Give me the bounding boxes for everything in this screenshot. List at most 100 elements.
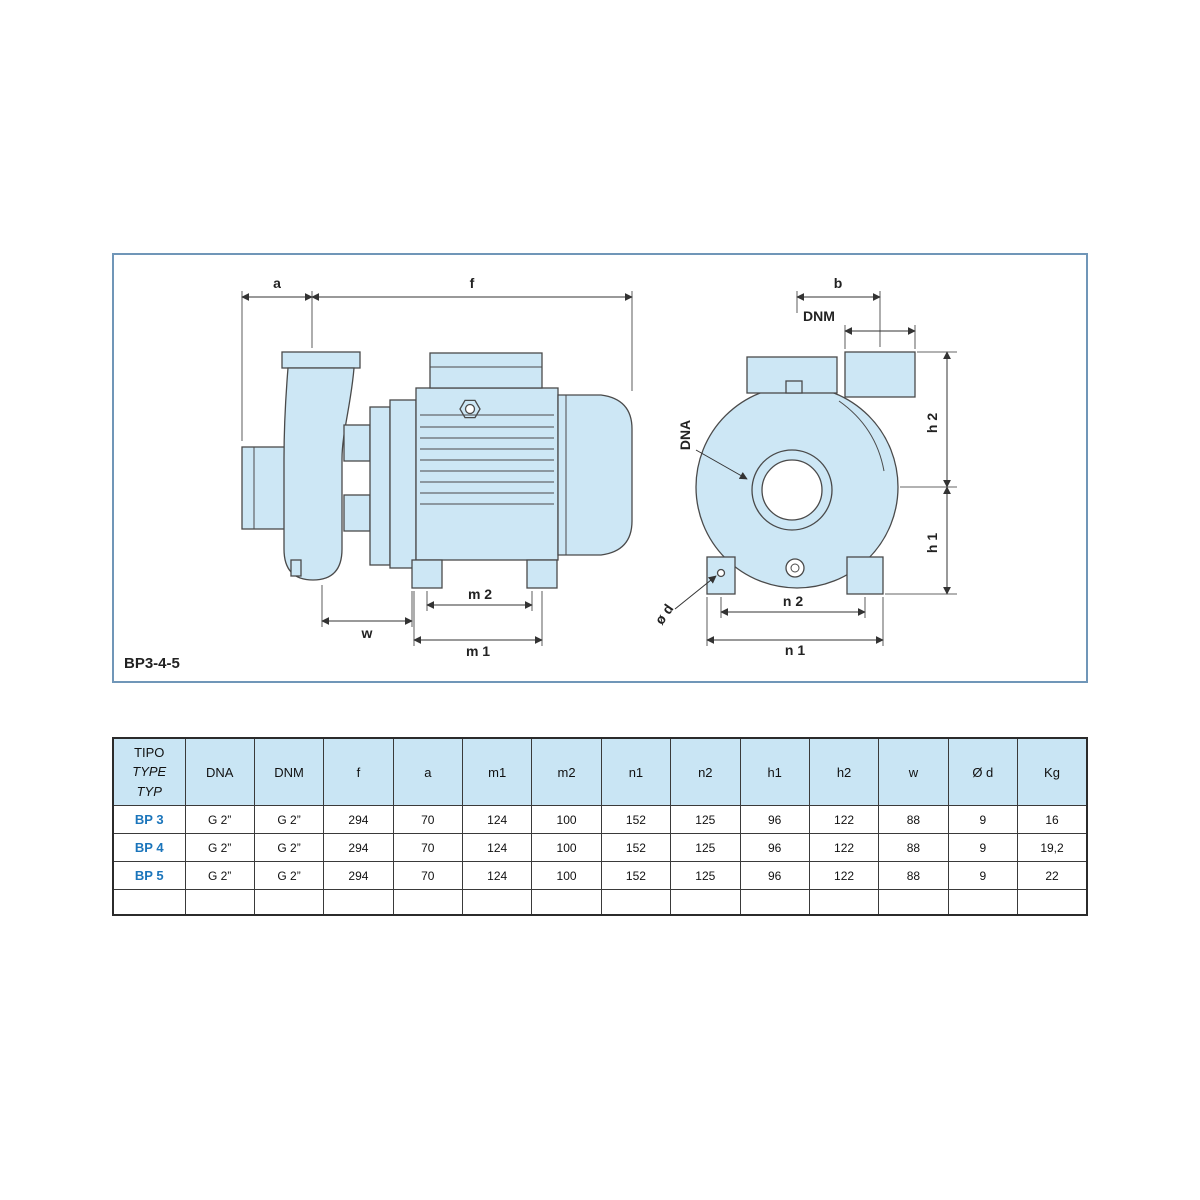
cell-empty [184,889,255,916]
cell: 96 [739,833,810,862]
cell: 122 [808,805,880,834]
cell: 96 [739,861,810,890]
cell: 70 [392,861,464,890]
cell-empty [461,889,533,916]
cell: 88 [878,833,949,862]
cell: 19,2 [1017,833,1088,862]
dna-leader [695,449,748,480]
pump-drawing: a f w m 2 m 1 [124,275,957,672]
bracket-plate [369,406,391,566]
suction-port [241,446,287,530]
header-od: Ø d [947,737,1019,806]
header-m1: m1 [461,737,533,806]
motor-foot-left [411,559,443,589]
motor-bell [389,399,417,569]
foot-hole [716,568,726,578]
type-header-line-1: TIPO [134,744,165,760]
header-dnm: DNM [253,737,325,806]
dim-w-label: w [361,625,373,641]
dim-m2-label: m 2 [468,586,492,602]
cell: 22 [1017,861,1088,890]
cell: G 2” [184,861,255,890]
type-header-line-3: TYP [136,783,162,799]
cell: 152 [600,833,672,862]
table-header-row: TIPO TYPE TYP DNA DNM f a m1 m2 n1 n2 h1… [112,737,1088,806]
dim-f-label: f [470,275,475,291]
dim-h2-label: h 2 [924,413,940,433]
type-header-line-2: TYPE [132,764,167,780]
cell: 9 [947,861,1019,890]
cell-empty [947,889,1019,916]
dim-a-label: a [273,275,281,291]
cell: G 2” [253,833,325,862]
drain-plug [290,559,302,577]
cell: 125 [670,861,741,890]
motor-body [415,387,559,561]
table-row-bp4: BP 4 G 2” G 2” 294 70 124 100 152 125 96… [112,833,1088,862]
model-label: BP3-4-5 [124,655,180,672]
header-a: a [392,737,464,806]
cell: 9 [947,833,1019,862]
cell-empty [112,889,186,916]
header-h1: h1 [739,737,810,806]
cell: 100 [531,805,602,834]
cell-type: BP 5 [112,861,186,890]
suction-eye-inner [761,459,823,521]
header-w: w [878,737,949,806]
cell: 122 [808,833,880,862]
dim-h1-label: h 1 [924,533,940,553]
top-boss-detail [785,380,803,394]
cell: 9 [947,805,1019,834]
dim-dnm-label: DNM [803,308,835,324]
cell: G 2” [184,805,255,834]
cell-empty [531,889,602,916]
cell: 88 [878,861,949,890]
fan-cover [557,394,633,556]
header-n2: n2 [670,737,741,806]
funnel-flange [281,351,361,369]
cell-empty [253,889,325,916]
cell-empty [878,889,949,916]
pump-side-view [241,351,633,589]
volute-curve [838,400,885,472]
cell: 124 [461,833,533,862]
discharge-port [844,351,916,398]
cell: 125 [670,805,741,834]
foot-right [846,556,884,595]
cell-empty [1017,889,1088,916]
cell: 70 [392,833,464,862]
bracket-lug-top [343,424,371,462]
dim-m1-label: m 1 [466,643,490,659]
cell: 70 [392,805,464,834]
volute-body [283,367,355,581]
header-dna: DNA [184,737,255,806]
cell: 124 [461,805,533,834]
dim-b-label: b [834,275,843,291]
drawing-panel: a f w m 2 m 1 [112,253,1088,683]
table-row-empty [112,889,1088,916]
header-m2: m2 [531,737,602,806]
cell-empty [739,889,810,916]
cell: 152 [600,861,672,890]
dim-od-label: ø d [651,601,676,627]
cell: 294 [323,833,394,862]
cell-empty [808,889,880,916]
cell: G 2” [253,861,325,890]
cell-empty [392,889,464,916]
cell-empty [670,889,741,916]
cell: 88 [878,805,949,834]
cell-type: BP 4 [112,833,186,862]
table-row-bp5: BP 5 G 2” G 2” 294 70 124 100 152 125 96… [112,861,1088,890]
cell-empty [600,889,672,916]
cell: G 2” [184,833,255,862]
header-type: TIPO TYPE TYP [112,737,186,806]
dim-n1-label: n 1 [785,642,805,658]
header-n1: n1 [600,737,672,806]
terminal-box [429,352,543,389]
plug-bolt-center [790,563,800,573]
cell: G 2” [253,805,325,834]
motor-fins [420,414,554,505]
cell: 16 [1017,805,1088,834]
bracket-lug-bottom [343,494,371,532]
cell: 294 [323,805,394,834]
